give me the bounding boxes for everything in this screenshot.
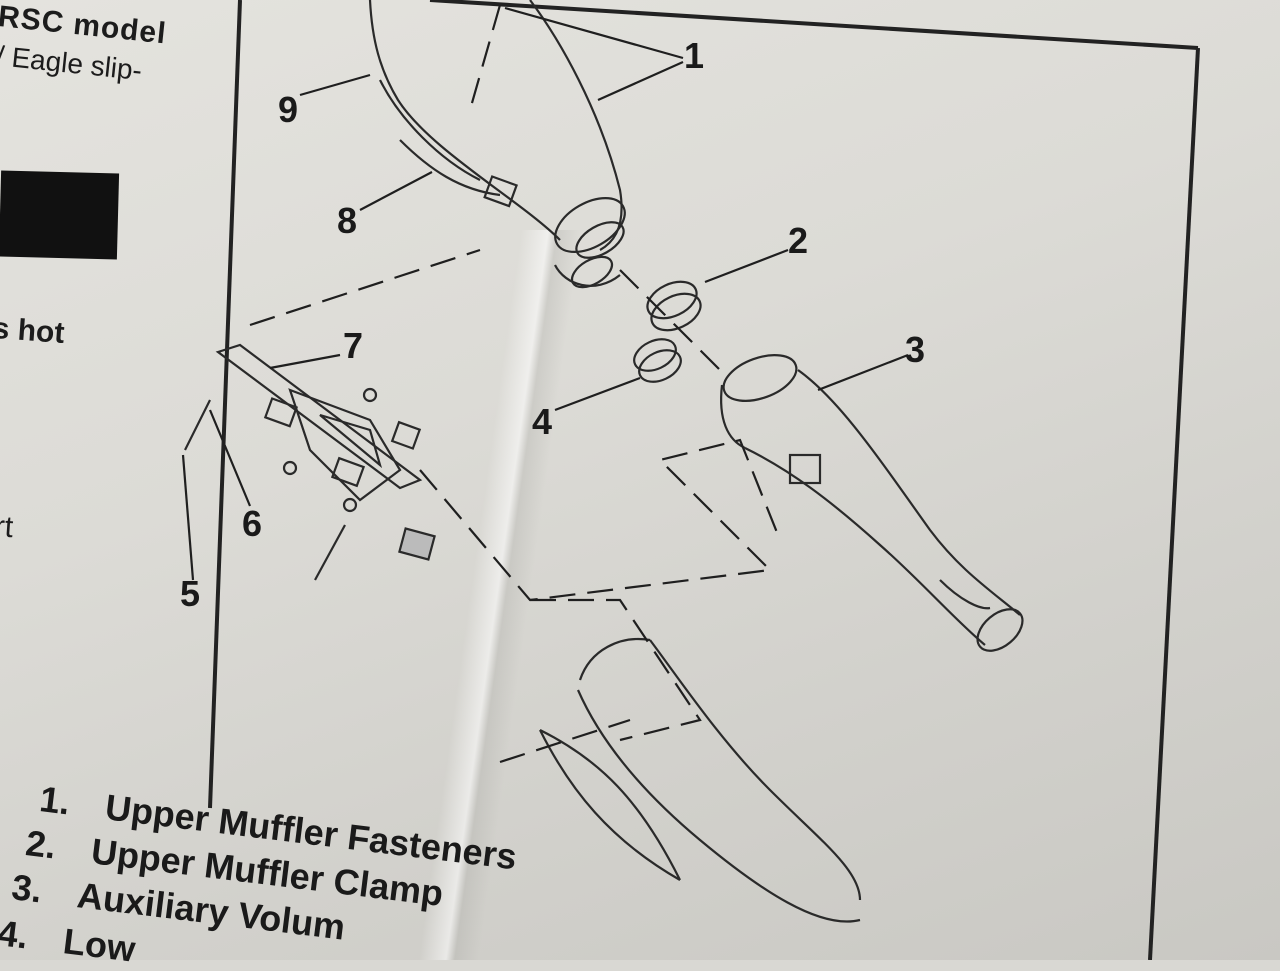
legend-number: 4.: [0, 912, 31, 957]
callout-2: 2: [788, 220, 808, 261]
legend-number: 2.: [23, 822, 59, 867]
diagram-frame: [208, 0, 1200, 960]
auxiliary-volume: [720, 354, 1024, 652]
callout-1: 1: [684, 35, 704, 76]
leader-lines: [181, 6, 909, 581]
legend-number: 3.: [9, 866, 45, 911]
callout-9: 9: [278, 89, 298, 130]
upper-muffler: [368, 0, 626, 289]
callout-7: 7: [343, 325, 363, 366]
callout-4: 4: [532, 401, 552, 442]
clamps: [633, 280, 702, 383]
lower-muffler: [539, 637, 862, 923]
callout-6: 6: [242, 503, 262, 544]
callout-3: 3: [905, 329, 925, 370]
legend-label: Low: [61, 920, 138, 970]
callout-5: 5: [180, 573, 200, 614]
assembly-dash-lines: [249, 4, 782, 764]
legend-number: 1.: [37, 778, 73, 823]
callout-8: 8: [337, 200, 357, 241]
mounting-bracket: [184, 343, 436, 581]
